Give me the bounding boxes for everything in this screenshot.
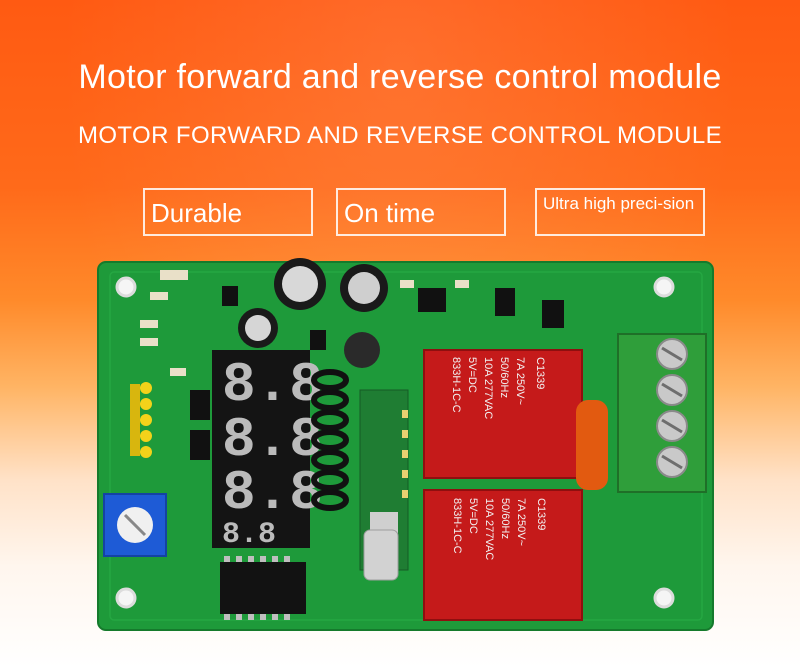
smd-resistors — [140, 270, 469, 376]
relay-frequency: 50/60Hz — [499, 498, 511, 539]
relay-bottom: C1339 7A 250V~ 50/60Hz 10A 277VAC 5V=DC … — [423, 489, 583, 621]
relay-model: 833H-1C-C — [451, 498, 463, 554]
yellow-pin-header — [130, 382, 152, 458]
mounting-holes — [115, 276, 675, 609]
svg-text:8.8: 8.8 — [222, 353, 323, 417]
relay-rating-ac: 10A 277VAC — [483, 498, 495, 560]
varistor — [576, 400, 608, 490]
relay-code: C1339 — [534, 357, 546, 389]
page-title: Motor forward and reverse control module — [78, 58, 722, 96]
feature-tag-precision: Ultra high preci-sion — [535, 188, 705, 236]
ic-chip — [220, 556, 306, 620]
svg-text:8.8: 8.8 — [222, 461, 323, 525]
relay-model: 833H-1C-C — [450, 357, 462, 413]
relay-frequency: 50/60Hz — [498, 357, 510, 398]
smd-components — [190, 286, 564, 460]
page-subtitle: MOTOR FORWARD AND REVERSE CONTROL MODULE — [77, 122, 723, 149]
blue-potentiometer — [103, 493, 167, 557]
relay-code: C1339 — [535, 498, 547, 530]
circuit-board-photo: 8.8 8.8 8.8 8.8 C1339 7A 250V~ — [97, 258, 714, 631]
crystal-oscillator — [363, 529, 399, 581]
feature-tag-on-time: On time — [336, 188, 506, 236]
svg-text:8.8: 8.8 — [222, 518, 276, 552]
screw-terminal-block — [617, 333, 707, 493]
relay-rating: 7A 250V~ — [515, 498, 527, 546]
feature-label: Ultra high preci-sion — [543, 194, 695, 213]
relay-coil: 5V=DC — [466, 357, 478, 393]
feature-label: On time — [344, 198, 436, 228]
seven-segment-display: 8.8 8.8 8.8 8.8 — [212, 350, 323, 552]
relay-rating-ac: 10A 277VAC — [482, 357, 494, 419]
relay-top: C1339 7A 250V~ 50/60Hz 10A 277VAC 5V=DC … — [423, 349, 583, 479]
svg-text:8.8: 8.8 — [222, 408, 323, 472]
feature-label: Durable — [151, 198, 243, 228]
electrolytic-capacitors — [238, 258, 388, 368]
relay-coil: 5V=DC — [467, 498, 479, 534]
relay-rating: 7A 250V~ — [514, 357, 526, 405]
feature-tag-durable: Durable — [143, 188, 313, 236]
antenna-coil — [311, 369, 349, 511]
